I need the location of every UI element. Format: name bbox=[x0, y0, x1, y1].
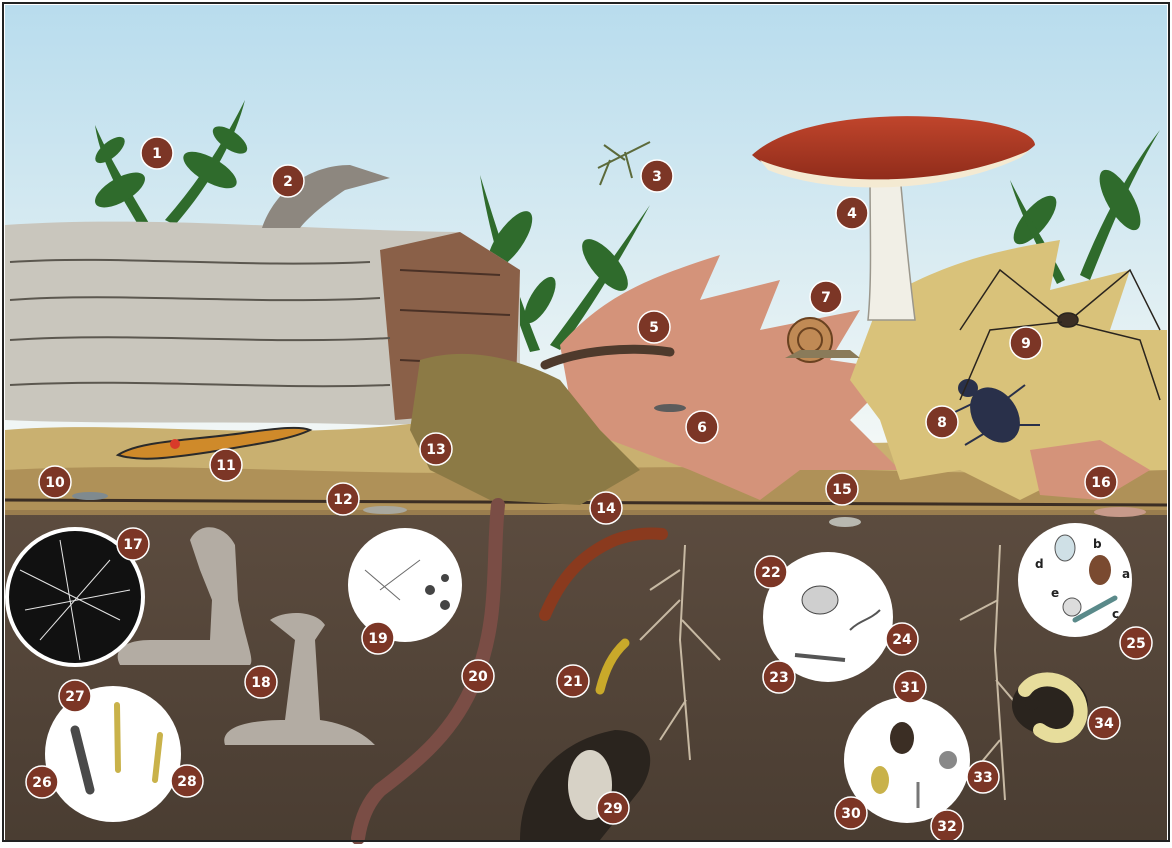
marker-8: 8 bbox=[926, 406, 958, 438]
marker-17: 17 bbox=[117, 528, 149, 560]
marker-label: 12 bbox=[333, 492, 352, 508]
marker-9: 9 bbox=[1010, 327, 1042, 359]
marker-label: 20 bbox=[468, 669, 488, 685]
marker-label: 5 bbox=[649, 320, 659, 336]
inset-letter-e: e bbox=[1051, 586, 1059, 600]
marker-label: 9 bbox=[1021, 336, 1031, 352]
marker-label: 8 bbox=[937, 415, 947, 431]
marker-31: 31 bbox=[894, 671, 926, 703]
marker-label: 32 bbox=[937, 819, 956, 835]
marker-25: 25 bbox=[1120, 627, 1152, 659]
marker-label: 23 bbox=[769, 670, 788, 686]
marker-6: 6 bbox=[686, 411, 718, 443]
marker-14: 14 bbox=[590, 492, 622, 524]
marker-22: 22 bbox=[755, 556, 787, 588]
marker-10: 10 bbox=[39, 466, 71, 498]
marker-label: 14 bbox=[596, 501, 616, 517]
marker-label: 3 bbox=[652, 169, 662, 185]
marker-1: 1 bbox=[141, 137, 173, 169]
marker-23: 23 bbox=[763, 661, 795, 693]
marker-label: 19 bbox=[368, 631, 387, 647]
marker-20: 20 bbox=[462, 660, 494, 692]
marker-30: 30 bbox=[835, 797, 867, 829]
marker-label: 27 bbox=[65, 689, 84, 705]
marker-label: 21 bbox=[563, 674, 582, 690]
marker-4: 4 bbox=[836, 197, 868, 229]
marker-29: 29 bbox=[597, 792, 629, 824]
marker-2: 2 bbox=[272, 165, 304, 197]
marker-label: 34 bbox=[1094, 716, 1114, 732]
inset-letter-a: a bbox=[1122, 567, 1130, 581]
marker-19: 19 bbox=[362, 622, 394, 654]
marker-32: 32 bbox=[931, 810, 963, 842]
marker-15: 15 bbox=[826, 473, 858, 505]
marker-label: 2 bbox=[283, 174, 293, 190]
marker-label: 15 bbox=[832, 482, 851, 498]
marker-12: 12 bbox=[327, 483, 359, 515]
marker-27: 27 bbox=[59, 680, 91, 712]
marker-label: 18 bbox=[251, 675, 270, 691]
marker-label: 1 bbox=[152, 146, 162, 162]
springtail bbox=[72, 492, 108, 500]
marker-label: 25 bbox=[1126, 636, 1145, 652]
pseudoscorpion bbox=[654, 404, 686, 412]
marker-label: 17 bbox=[123, 537, 142, 553]
marker-label: 31 bbox=[900, 680, 919, 696]
inset-letter-c: c bbox=[1112, 607, 1119, 621]
marker-5: 5 bbox=[638, 311, 670, 343]
marker-label: 26 bbox=[32, 775, 51, 791]
marker-21: 21 bbox=[557, 665, 589, 697]
marker-label: 24 bbox=[892, 632, 912, 648]
marker-label: 4 bbox=[847, 206, 857, 222]
marker-label: 22 bbox=[761, 565, 780, 581]
litter-larva bbox=[363, 506, 407, 514]
marker-11: 11 bbox=[210, 449, 242, 481]
marker-label: 28 bbox=[177, 774, 196, 790]
marker-label: 16 bbox=[1091, 475, 1110, 491]
mite bbox=[829, 517, 861, 527]
marker-label: 30 bbox=[841, 806, 861, 822]
marker-28: 28 bbox=[171, 765, 203, 797]
marker-label: 33 bbox=[973, 770, 992, 786]
marker-34: 34 bbox=[1088, 707, 1120, 739]
marker-18: 18 bbox=[245, 666, 277, 698]
marker-label: 10 bbox=[45, 475, 65, 491]
marker-label: 7 bbox=[821, 290, 831, 306]
inset-letter-b: b bbox=[1093, 537, 1102, 551]
marker-label: 29 bbox=[603, 801, 622, 817]
marker-13: 13 bbox=[420, 433, 452, 465]
marker-26: 26 bbox=[26, 766, 58, 798]
marker-label: 11 bbox=[216, 458, 235, 474]
marker-24: 24 bbox=[886, 623, 918, 655]
marker-label: 13 bbox=[426, 442, 445, 458]
marker-3: 3 bbox=[641, 160, 673, 192]
litter-worm bbox=[1094, 507, 1146, 517]
marker-33: 33 bbox=[967, 761, 999, 793]
marker-7: 7 bbox=[810, 281, 842, 313]
inset-letter-d: d bbox=[1035, 557, 1044, 571]
marker-16: 16 bbox=[1085, 466, 1117, 498]
inset-fungi-bacteria bbox=[348, 528, 462, 642]
marker-label: 6 bbox=[697, 420, 707, 436]
